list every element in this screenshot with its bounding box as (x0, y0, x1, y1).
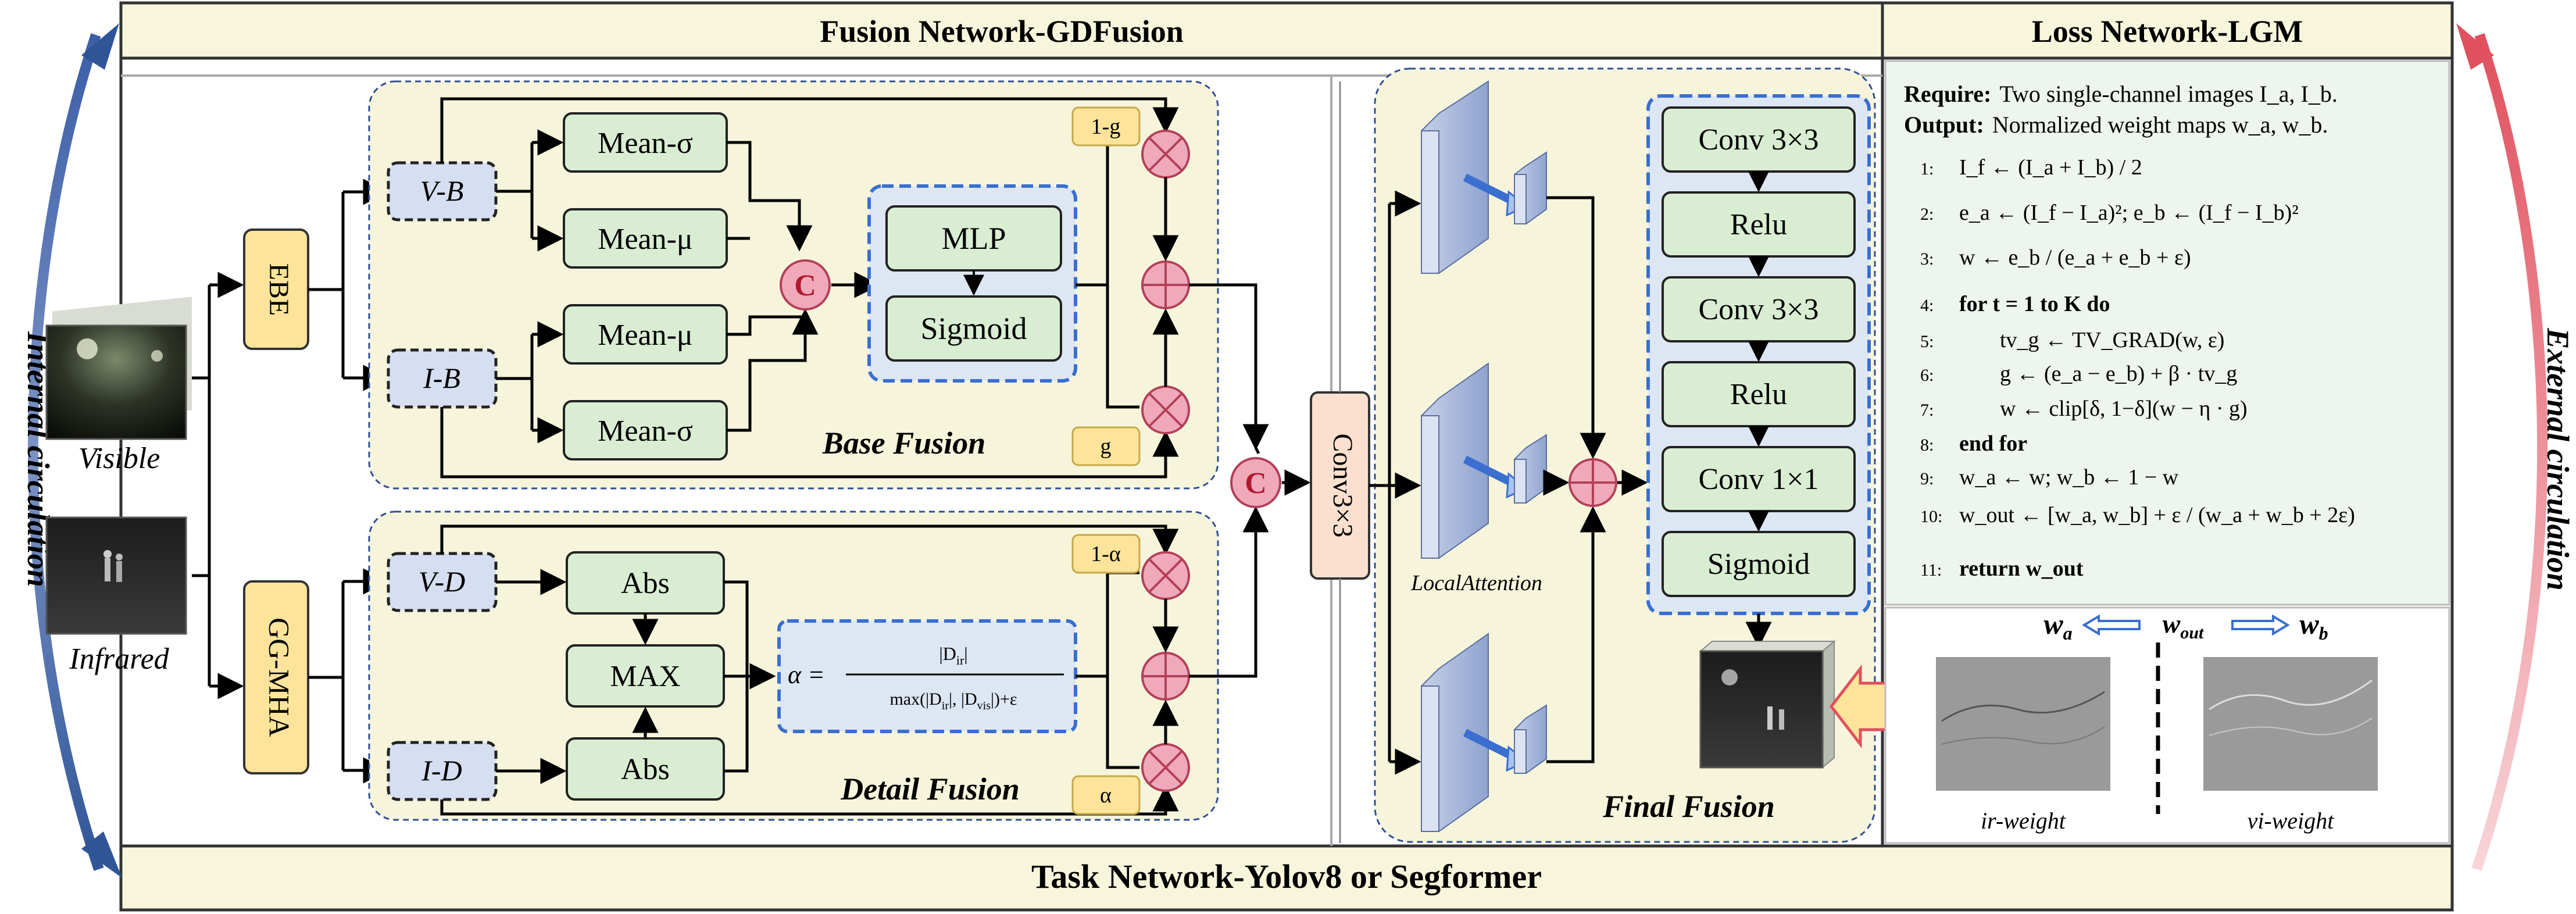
add-circle-final (1569, 458, 1617, 507)
algo-line-8: 8:end for (1920, 431, 2027, 456)
external-circulation-label: External circulation (2541, 327, 2575, 591)
multiply-circle-detail-bottom (1141, 743, 1190, 792)
max-label: MAX (610, 660, 680, 693)
abs-label-2: Abs (621, 753, 670, 786)
one-minus-g-label: 1-g (1091, 115, 1121, 139)
mean-sigma-label-2: Mean-σ (598, 415, 693, 448)
algo-line-9: 9:w_a ← w; w_b ← 1 − w (1920, 465, 2179, 490)
fusion-network-title: Fusion Network-GDFusion (820, 14, 1184, 49)
algo-line-4: 4:for t = 1 to K do (1920, 292, 2110, 316)
infrared-label: Infrared (69, 642, 169, 676)
conv3x3-middle-label: Conv3×3 (1327, 433, 1358, 537)
final-stack-label-6: Sigmoid (1707, 548, 1810, 581)
external-circulation-arrow (2471, 33, 2548, 871)
algorithm-panel (1884, 60, 2450, 606)
sigmoid-box (885, 295, 1062, 362)
g-box (1071, 426, 1141, 466)
detail-fusion-title: Detail Fusion (840, 772, 1020, 806)
multiply-circle-base-bottom (1141, 385, 1190, 434)
abs-label-1: Abs (621, 567, 670, 600)
fused-output-image (1699, 640, 1836, 769)
internal-circulation-arrow (27, 33, 104, 871)
concat-circle-base (780, 259, 831, 310)
id-label: I-D (421, 754, 462, 787)
alpha-box (1071, 775, 1141, 815)
alpha-label: α (1100, 783, 1112, 808)
formula-lhs: α = (788, 660, 825, 689)
multiply-circle-detail-top (1141, 551, 1190, 600)
attention-branch-bottom (1421, 633, 1547, 832)
algo-line-6: 6:g ← (e_a − e_b) + β · tv_g (1920, 362, 2237, 386)
g-label: g (1101, 434, 1112, 459)
main-frame (119, 56, 2454, 848)
one-minus-g-box (1071, 106, 1141, 147)
mlp-label: MLP (941, 221, 1006, 256)
task-network-title: Task Network-Yolov8 or Segformer (1031, 858, 1542, 895)
algo-line-1: 1:I_f ← (I_a + I_b) / 2 (1920, 155, 2142, 180)
algo-output: Output:Normalized weight maps w_a, w_b. (1904, 112, 2328, 138)
algo-line-2: 2:e_a ← (I_f − I_a)²; e_b ← (I_f − I_b)² (1920, 201, 2299, 225)
attention-branch-middle (1421, 362, 1547, 559)
arrow-to-wb (2231, 614, 2290, 636)
algorithm-block: Require:Two single-channel images I_a, I… (1904, 81, 2355, 581)
algo-line-7: 7:w ← clip[δ, 1−δ](w − η · g) (1920, 397, 2248, 421)
vi-weight-label: vi-weight (2248, 808, 2335, 834)
final-stack-box-6 (1662, 531, 1856, 597)
final-fusion-title: Final Fusion (1602, 789, 1775, 824)
algo-require: Require:Two single-channel images I_a, I… (1904, 81, 2338, 107)
algo-line-3: 3:w ← e_b / (e_a + e_b + ε) (1920, 245, 2191, 270)
ggmha-label: GG-MHA (263, 617, 296, 737)
multiply-circle-base-top (1141, 130, 1190, 178)
concat-label-base: C (794, 269, 816, 302)
visible-input-image (45, 297, 192, 440)
wa-label: wa (2043, 608, 2072, 644)
one-minus-alpha-label: 1-α (1091, 542, 1121, 566)
final-stack-label-4: Relu (1730, 378, 1787, 411)
mean-mu-label-1: Mean-μ (598, 223, 693, 256)
local-attention-label: LocalAttention (1410, 571, 1542, 595)
concat-label-main: C (1245, 467, 1267, 500)
final-stack-label-5: Conv 1×1 (1698, 463, 1818, 496)
ib-label: I-B (423, 362, 460, 394)
algo-line-11: 11:return w_out (1920, 556, 2084, 581)
infrared-input-image (45, 516, 187, 635)
loss-network-title: Loss Network-LGM (2032, 14, 2303, 49)
arrow-to-wa (2082, 614, 2141, 636)
algo-line-5: 5:tv_g ← TV_GRAD(w, ε) (1920, 328, 2224, 352)
formula-denominator: max(|Dir|, |Dvis|)+ε (889, 690, 1017, 712)
algo-line-10: 10:w_out ← [w_a, w_b] + ε / (w_a + w_b +… (1920, 503, 2355, 527)
formula-numerator: |Dir| (939, 643, 967, 667)
final-stack-label-2: Relu (1730, 208, 1787, 241)
attention-branch-top (1421, 80, 1547, 274)
one-minus-alpha-box (1071, 534, 1141, 574)
ir-weight-label: ir-weight (1981, 808, 2066, 834)
base-fusion-title: Base Fusion (822, 426, 986, 460)
add-circle-base (1141, 260, 1190, 309)
add-circle-detail (1141, 652, 1190, 701)
visible-label: Visible (78, 442, 160, 475)
loss-network-header (1881, 1, 2454, 60)
sigmoid-label: Sigmoid (920, 311, 1027, 346)
concat-circle-main (1230, 457, 1281, 508)
mean-sigma-label-1: Mean-σ (598, 127, 693, 160)
mean-mu-label-2: Mean-μ (598, 319, 693, 352)
final-stack-label-1: Conv 3×3 (1698, 123, 1818, 156)
vi-weight-map (2203, 657, 2378, 791)
ebe-label: EBE (263, 263, 294, 316)
ir-weight-map (1936, 657, 2110, 791)
vd-label: V-D (419, 565, 466, 598)
vb-label: V-B (420, 174, 464, 207)
fusion-network-header (119, 1, 1884, 60)
final-stack-label-3: Conv 3×3 (1698, 293, 1818, 326)
